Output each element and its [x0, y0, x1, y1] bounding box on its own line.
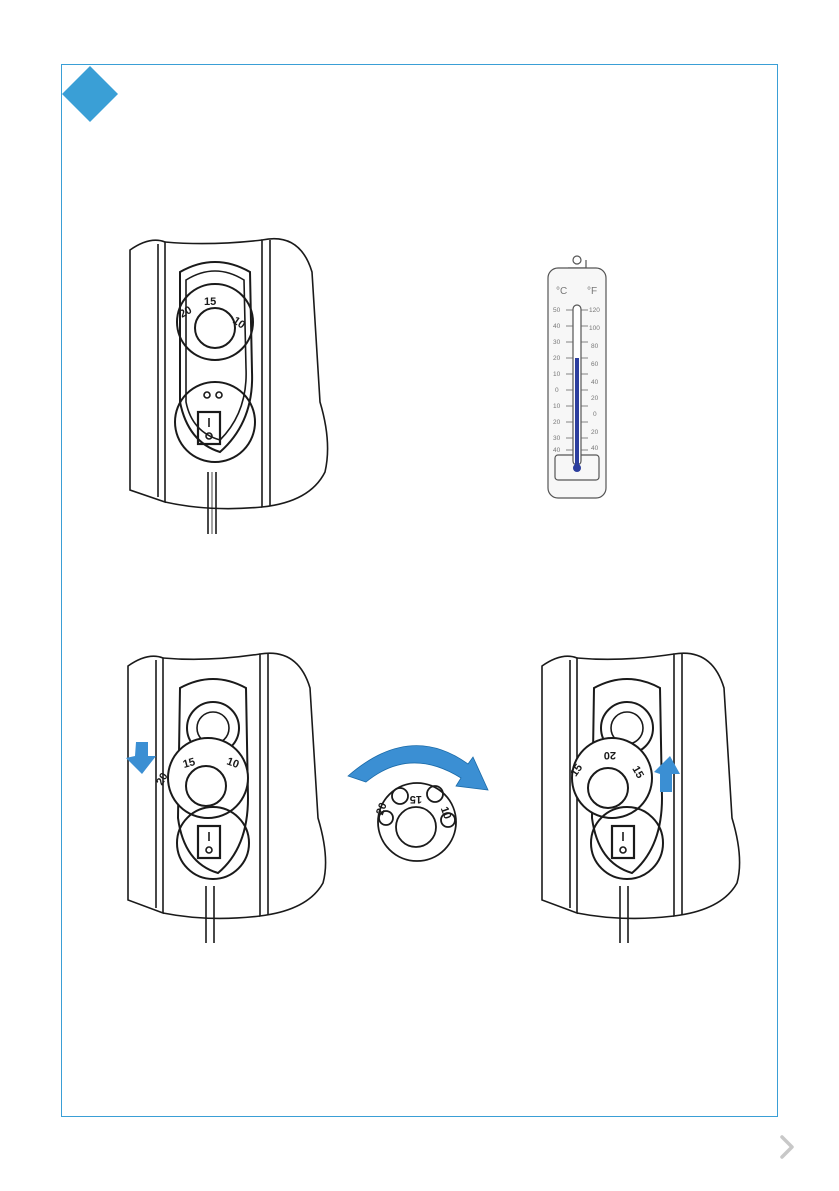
fahrenheit-tick-label: 80 [591, 343, 599, 350]
dial-number-15-b: 15 [629, 764, 646, 781]
dial-number-20: 20 [178, 304, 195, 321]
curved-arrow-icon [347, 745, 489, 791]
celsius-tick-label: 40 [553, 323, 561, 330]
dial-number-10: 10 [225, 756, 241, 771]
celsius-tick-label: 40 [553, 447, 561, 454]
fahrenheit-tick-label: 100 [589, 325, 600, 332]
fahrenheit-unit-label: °F [587, 286, 597, 297]
dial-number-20: 20 [604, 749, 616, 761]
fahrenheit-tick-label: 60 [591, 361, 599, 368]
celsius-unit-label: °C [556, 286, 567, 297]
celsius-tick-label: 30 [553, 435, 561, 442]
heater-dial-removed-illustration: 15 20 10 [126, 652, 327, 943]
fahrenheit-tick-label: 120 [589, 307, 600, 314]
rotate-dial-illustration: 15 20 10 [347, 745, 489, 862]
dial-number-10: 10 [438, 805, 453, 821]
fahrenheit-tick-label: 0 [593, 411, 597, 418]
dial-number-15: 15 [182, 756, 197, 771]
celsius-tick-label: 10 [553, 403, 561, 410]
page-frame [61, 64, 778, 1117]
dial-number-20: 20 [374, 801, 389, 817]
dial-number-15: 15 [568, 762, 585, 779]
fahrenheit-tick-label: 20 [591, 395, 599, 402]
celsius-tick-label: 20 [553, 419, 561, 426]
dial-number-20: 20 [154, 771, 171, 788]
celsius-tick-label: 20 [553, 355, 561, 362]
heater-dial-inserted-illustration: 20 15 15 [541, 652, 741, 943]
arrow-down-icon [126, 742, 156, 774]
arrow-up-icon [654, 756, 680, 792]
celsius-tick-label: 10 [553, 371, 561, 378]
dial-number-15: 15 [410, 793, 422, 805]
dial-number-10: 10 [230, 315, 247, 332]
step-diamond-icon [62, 66, 118, 122]
celsius-tick-label: 30 [553, 339, 561, 346]
thermometer-illustration: °C °F 50 40 30 20 10 0 10 20 30 40 120 1… [547, 255, 607, 499]
celsius-tick-label: 0 [555, 387, 559, 394]
heater-illustration-top-left: 15 20 10 [129, 238, 329, 534]
fahrenheit-tick-label: 40 [591, 379, 599, 386]
chevron-right-icon[interactable] [776, 1133, 798, 1161]
fahrenheit-tick-label: 20 [591, 429, 599, 436]
fahrenheit-tick-label: 40 [591, 445, 599, 452]
celsius-tick-label: 50 [553, 307, 561, 314]
dial-number-15: 15 [204, 296, 216, 308]
